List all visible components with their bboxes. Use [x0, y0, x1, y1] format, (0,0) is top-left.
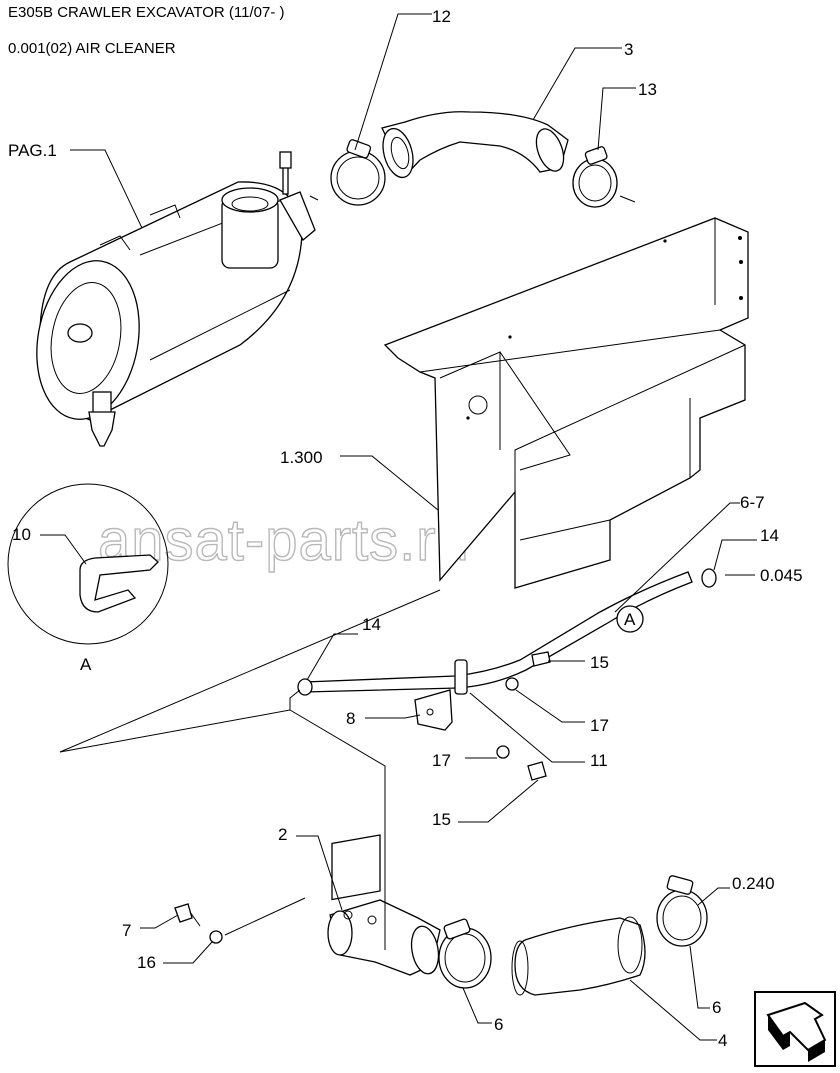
callout-2: 2 — [278, 825, 287, 844]
hose-6-7 — [297, 568, 717, 781]
model-title: E305B CRAWLER EXCAVATOR (11/07- ) — [8, 4, 285, 21]
callout-6-7: 6-7 — [740, 493, 765, 512]
callout-0-240: 0.240 — [732, 874, 775, 893]
marker-a: A — [616, 605, 644, 633]
callout-14-upper: 14 — [760, 526, 779, 545]
callout-17-right: 17 — [590, 716, 609, 735]
marker-a-label: A — [624, 610, 636, 629]
callout-1-300: 1.300 — [280, 448, 323, 467]
callout-3: 3 — [624, 40, 633, 59]
callout-8: 8 — [346, 709, 355, 728]
hose-clamp-6a — [438, 918, 492, 989]
callout-16: 16 — [137, 953, 156, 972]
hose-clamp-12 — [330, 139, 386, 206]
callout-pag1: PAG.1 — [8, 141, 57, 160]
hose-clamp-13 — [572, 146, 618, 208]
hose-3 — [381, 111, 569, 179]
detail-a-label: A — [80, 655, 92, 674]
callout-15-upper: 15 — [590, 653, 609, 672]
callout-6-bottom: 6 — [494, 1015, 503, 1034]
callout-17-left: 17 — [432, 751, 451, 770]
callout-labels: 12 3 13 PAG.1 1.300 10 A 6-7 14 0.045 A … — [8, 7, 803, 1050]
callout-4: 4 — [718, 1031, 727, 1050]
callout-0-045: 0.045 — [760, 566, 803, 585]
callout-13: 13 — [638, 80, 657, 99]
callout-6-right: 6 — [712, 998, 721, 1017]
detail-a-circle — [7, 483, 169, 645]
washer-16 — [209, 930, 223, 944]
callout-11: 11 — [590, 751, 608, 770]
hose-clamp-6b — [656, 875, 708, 947]
mounting-bracket-panel — [383, 217, 749, 589]
leader-lines — [40, 13, 757, 1041]
callout-10: 10 — [12, 525, 31, 544]
callout-12: 12 — [432, 7, 451, 26]
air-cleaner-assembly — [36, 151, 316, 447]
page-forward-arrow-icon[interactable] — [754, 991, 836, 1067]
section-title: 0.001(02) AIR CLEANER — [8, 40, 176, 57]
watermark-text: ansat-parts.ru — [98, 508, 470, 573]
callout-7: 7 — [122, 921, 131, 940]
hose-4 — [511, 916, 646, 996]
callout-15-lower: 15 — [432, 810, 451, 829]
bolt-7 — [174, 903, 201, 927]
callout-14-lower: 14 — [362, 615, 381, 634]
